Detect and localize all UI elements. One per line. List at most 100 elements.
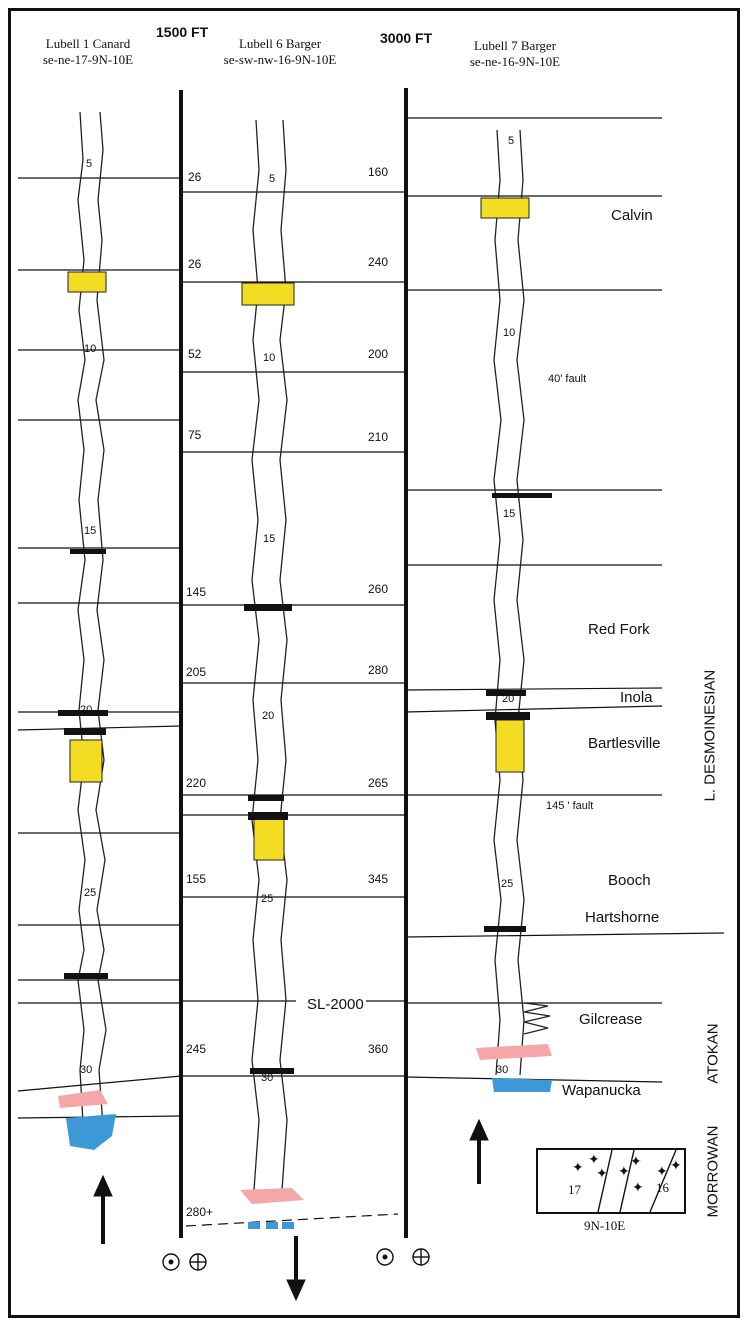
thickness-right-6: 280 <box>368 663 389 677</box>
depth-tick-w2-25: 25 <box>261 893 274 905</box>
pink-bed-w1 <box>58 1090 108 1108</box>
formation-wapanucka: Wapanucka <box>562 1082 641 1099</box>
depth-tick-w2-5: 5 <box>269 173 276 185</box>
thickness-left-7: 220 <box>186 776 207 790</box>
coal-w2-b <box>248 795 284 801</box>
svg-text:✦: ✦ <box>656 1164 668 1180</box>
depth-tick-w1-5: 5 <box>86 158 93 170</box>
figure-frame <box>8 8 740 1318</box>
pink-bed-w3 <box>476 1044 552 1060</box>
depth-tick-w2-20: 20 <box>262 710 275 722</box>
sand-bed-w3-b <box>495 719 525 773</box>
blue-dot-w2-c <box>282 1222 294 1229</box>
depth-tick-w2-10: 10 <box>263 352 276 364</box>
fault-label-1: 40' fault <box>548 373 587 385</box>
formation-inola: Inola <box>620 689 653 706</box>
depth-tick-w3-15: 15 <box>503 508 516 520</box>
thickness-left-3: 52 <box>188 347 202 361</box>
svg-text:✦: ✦ <box>572 1160 584 1176</box>
thickness-left-9: 245 <box>186 1042 207 1056</box>
arrows <box>93 1118 489 1302</box>
depth-tick-w3-30: 30 <box>496 1064 509 1076</box>
coal-w2-a <box>244 604 292 611</box>
age-morrowan: MORROWAN <box>704 1125 722 1218</box>
well-2-name: Lubell 6 Barger <box>238 36 322 51</box>
svg-text:✦: ✦ <box>618 1164 630 1180</box>
up-arrow-well-3 <box>469 1118 489 1141</box>
formation-booch: Booch <box>608 872 651 889</box>
depth-tick-w1-20: 20 <box>80 704 93 716</box>
formation-bartlesville: Bartlesville <box>588 735 661 752</box>
log-traces <box>77 111 551 1191</box>
inset-section-16: 16 <box>656 1180 669 1195</box>
coal-w2-d <box>250 1068 294 1074</box>
well-1-header: Lubell 1 Canard se-ne-17-9N-10E <box>28 36 148 68</box>
thickness-right-3: 200 <box>368 347 389 361</box>
sand-bed-w3-a <box>480 197 530 219</box>
thickness-right-2: 240 <box>368 255 389 269</box>
svg-text:✦: ✦ <box>632 1180 644 1196</box>
thickness-right-8: 345 <box>368 872 389 886</box>
inset-township: 9N-10E <box>584 1218 626 1233</box>
well-3-header: Lubell 7 Barger se-ne-16-9N-10E <box>455 38 575 70</box>
thickness-right-4: 210 <box>368 430 389 444</box>
coal-w3-d <box>484 926 526 932</box>
blue-bed-w1 <box>66 1114 116 1150</box>
coal-w1-a <box>70 549 106 554</box>
depth-tick-w1-10: 10 <box>84 343 97 355</box>
well-2-header: Lubell 6 Barger se-sw-nw-16-9N-10E <box>205 36 355 68</box>
well-3-name: Lubell 7 Barger <box>473 38 557 53</box>
well-3-gilcrease-kicks <box>523 1002 551 1035</box>
fault-label-2: 145 ' fault <box>546 800 594 812</box>
thickness-left-2: 26 <box>188 257 202 271</box>
sand-bed-w2-a <box>241 282 295 306</box>
age-desmoinesian: L. DESMOINESIAN <box>701 669 719 802</box>
inset-map-lines <box>597 1149 677 1213</box>
age-atokan: ATOKAN <box>704 1023 722 1084</box>
depth-tick-w2-15: 15 <box>263 533 276 545</box>
well-3-right-trace <box>516 129 525 1076</box>
correlation-lines-well-2 <box>181 191 406 1227</box>
svg-text:✦: ✦ <box>588 1152 600 1168</box>
thickness-right-9: 360 <box>368 1042 389 1056</box>
coal-w2-c <box>248 812 288 820</box>
blue-bed-w3 <box>492 1078 552 1092</box>
dot-circle-icon-1 <box>162 1253 180 1271</box>
sand-bed-w1-a <box>67 271 107 293</box>
thickness-left-1: 26 <box>188 170 202 184</box>
dot-circle-icon-2 <box>376 1248 394 1266</box>
depth-tick-w1-15: 15 <box>84 525 97 537</box>
well-1-left-trace <box>77 111 86 1141</box>
well-1-location: se-ne-17-9N-10E <box>42 52 134 67</box>
formation-gilcrease: Gilcrease <box>579 1011 643 1028</box>
coal-w1-c <box>64 728 106 735</box>
lithology-colors <box>58 1044 552 1229</box>
thickness-right-1: 160 <box>368 165 389 179</box>
formation-hartshorne: Hartshorne <box>585 909 660 926</box>
inset-map: 17 16 <box>536 1148 686 1214</box>
blue-dot-w2-b <box>266 1222 278 1229</box>
thickness-left-10: 280+ <box>186 1205 214 1219</box>
down-arrow-well-2 <box>286 1279 306 1302</box>
coal-w3-c <box>486 712 530 720</box>
thickness-left-8: 155 <box>186 872 207 886</box>
up-arrow-well-1 <box>93 1174 113 1197</box>
thickness-left-5: 145 <box>186 585 207 599</box>
well-1-name: Lubell 1 Canard <box>45 36 131 51</box>
well-2-right-trace <box>279 119 288 1191</box>
correlation-lines-well-3 <box>405 117 725 1083</box>
depth-tick-w3-25: 25 <box>501 878 514 890</box>
inset-section-17: 17 <box>568 1182 581 1197</box>
svg-text:✦: ✦ <box>596 1166 608 1182</box>
datum-label: SL-2000 <box>305 996 366 1013</box>
coal-beds <box>58 493 552 1074</box>
depth-tick-w2-30: 30 <box>261 1072 274 1084</box>
blue-dot-w2-a <box>248 1222 260 1229</box>
thickness-left-4: 75 <box>188 428 202 442</box>
sand-bed-w1-b <box>69 739 103 783</box>
well-2-left-trace <box>251 119 260 1191</box>
coal-w1-b <box>58 710 108 716</box>
distance-1: 1500 FT <box>156 24 209 40</box>
symbols <box>162 1248 430 1271</box>
